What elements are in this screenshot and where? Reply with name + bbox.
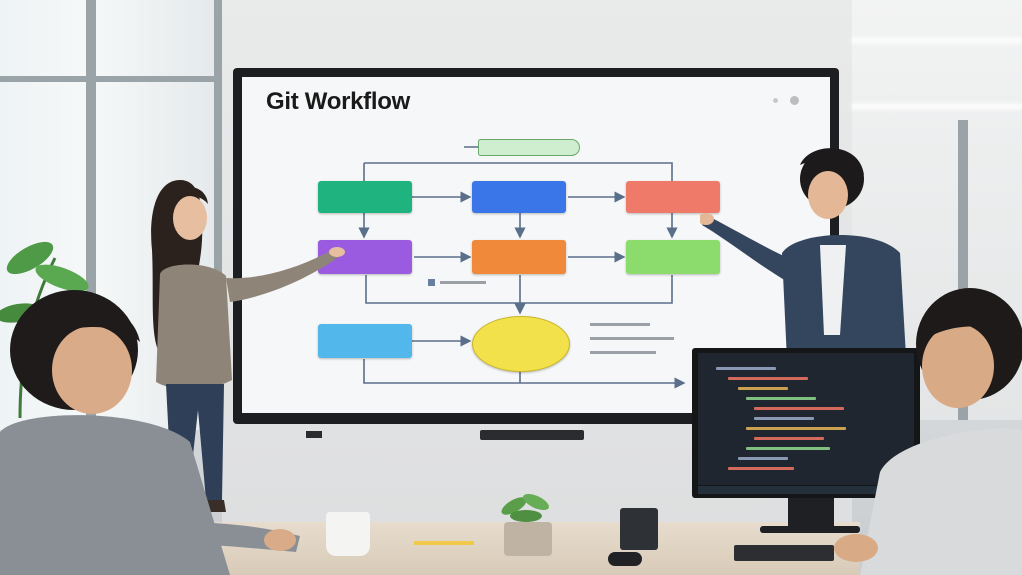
pencil (414, 541, 474, 545)
flow-node (472, 181, 566, 213)
flow-node (318, 181, 412, 213)
flowchart-start-tag (478, 139, 580, 156)
pencil-cup (620, 508, 658, 550)
window-mullion (0, 76, 222, 82)
tv-soundbar (480, 430, 584, 440)
flow-node (626, 181, 720, 213)
slide-dot (773, 98, 778, 103)
flow-node (472, 240, 566, 274)
monitor-stand (788, 498, 834, 528)
slide-dot (790, 96, 799, 105)
tv-mount (306, 431, 322, 438)
coffee-mug (326, 512, 370, 556)
code-editor-screen (698, 353, 914, 485)
window-mullion (214, 0, 222, 430)
viewer-left (0, 290, 300, 575)
window-mullion (86, 0, 96, 430)
mouse (608, 552, 642, 566)
presenter-woman (151, 180, 345, 512)
keyboard (734, 545, 834, 561)
plant-pot (504, 522, 552, 556)
flow-node-merge (472, 316, 570, 372)
legend-marker (428, 279, 435, 286)
slide-title: Git Workflow (266, 88, 410, 115)
legend-text-line (440, 281, 486, 284)
legend-text-line (590, 323, 650, 326)
legend-text-line (590, 337, 674, 340)
desk-plant (501, 493, 549, 522)
glass-partition (958, 120, 968, 420)
ceiling-light (852, 104, 1022, 109)
viewer-right (834, 288, 1022, 575)
legend-text-line (590, 351, 656, 354)
monitor-base (760, 526, 860, 533)
taskbar (698, 486, 914, 494)
ceiling-light (852, 38, 1022, 43)
flow-node (626, 240, 720, 274)
flow-node (318, 324, 412, 358)
